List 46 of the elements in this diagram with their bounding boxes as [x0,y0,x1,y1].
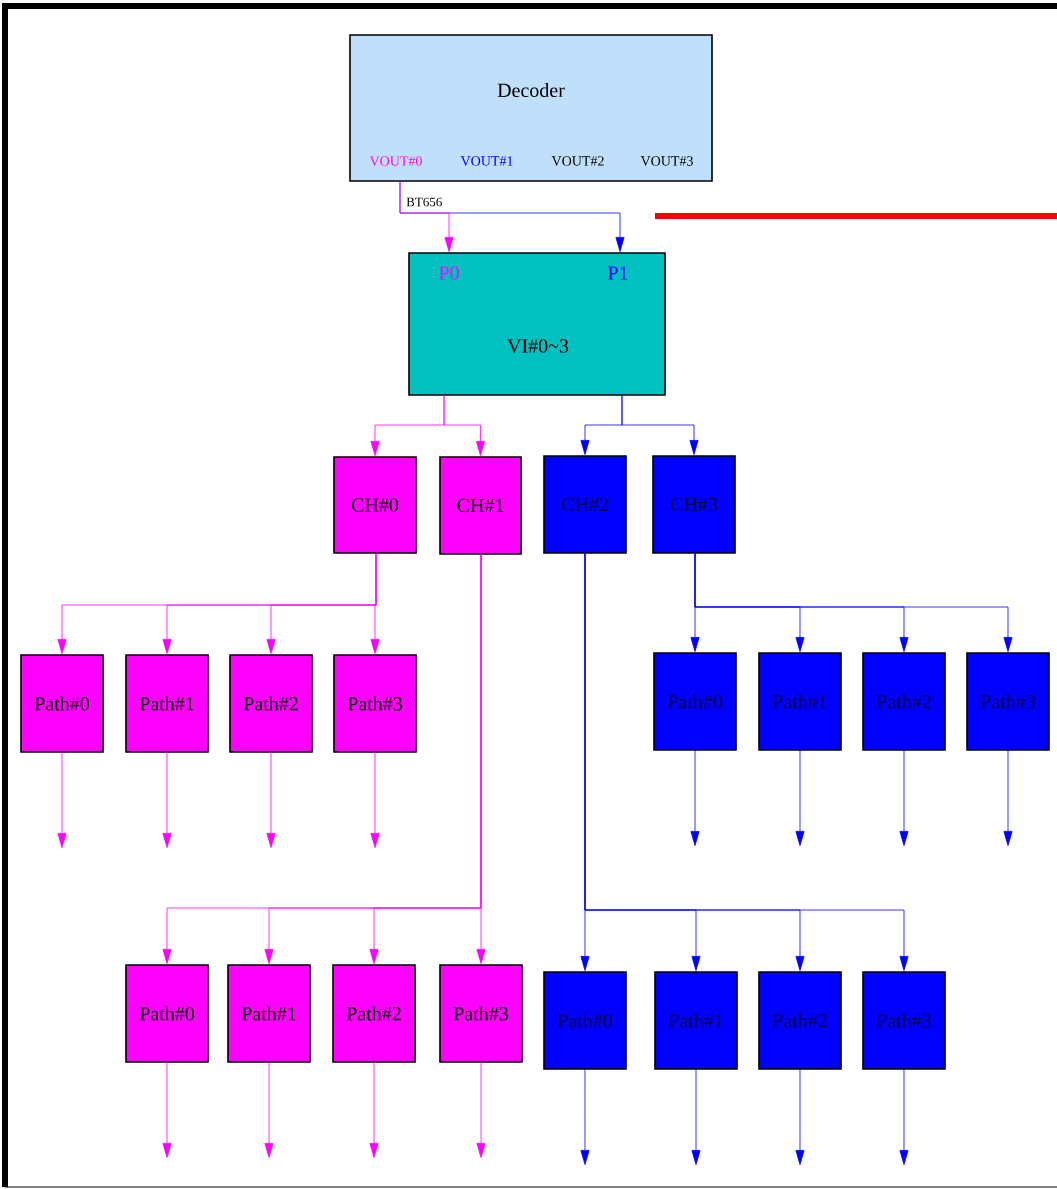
arrow [369,1061,379,1158]
arrow [795,749,805,846]
arrow [691,1068,701,1165]
path-box: Path#1 [654,971,738,1070]
path-box: Path#1 [125,654,209,753]
arrow [1003,749,1013,846]
path-box: Path#0 [653,652,737,751]
arrow [476,1061,486,1158]
arrow [399,180,454,252]
arrow [690,749,700,846]
arrow [621,394,699,455]
channel-box: CH#2 [543,455,627,554]
edge-label: BT656 [405,196,444,208]
path-box: Path#3 [966,652,1050,751]
arrow [370,552,380,654]
path-box: Path#2 [332,964,416,1063]
arrow [476,553,486,964]
arrow [899,749,909,846]
path-box: Path#0 [125,964,209,1063]
arrow [162,751,172,848]
path-box: Path#3 [439,964,523,1063]
path-box: Path#3 [333,654,417,753]
channel-box: CH#0 [333,456,417,554]
decoder-box: Decoder VOUT#0 VOUT#1 VOUT#2 VOUT#3 [349,34,713,182]
arrow [443,394,485,456]
channel-box: CH#3 [652,455,736,554]
arrow [264,1061,274,1158]
arrow [694,552,1013,652]
path-box: Path#2 [862,652,946,751]
path-box: Path#0 [20,654,104,753]
arrow [162,1061,172,1158]
path-box: Path#3 [862,971,946,1070]
arrow [584,552,909,971]
channel-box: CH#1 [439,456,522,555]
path-box: Path#0 [543,971,627,1070]
arrow [580,1068,590,1165]
path-box: Path#2 [758,971,842,1070]
path-box: Path#1 [227,964,311,1063]
path-box: Path#2 [229,654,313,753]
arrow [370,751,380,848]
arrow [266,751,276,848]
arrow [57,751,67,848]
vi-box: P0 P1 VI#0~3 [408,252,666,396]
path-box: Path#1 [758,652,842,751]
arrow [899,1068,909,1165]
arrow [795,1068,805,1165]
